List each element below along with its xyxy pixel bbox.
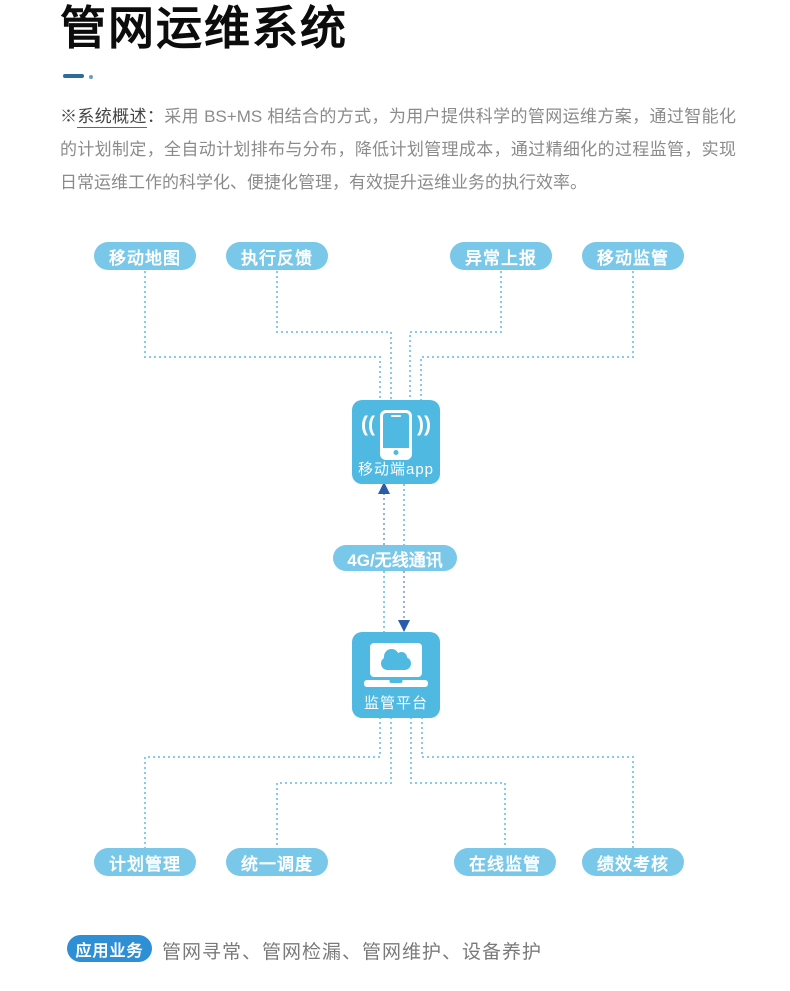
connector-top-4 xyxy=(420,271,634,401)
node-unified-dispatch: 统一调度 xyxy=(226,848,328,876)
node-label: 在线监管 xyxy=(469,854,541,874)
node-label: 异常上报 xyxy=(465,248,537,268)
node-label: 执行反馈 xyxy=(241,248,313,268)
node-plan-management: 计划管理 xyxy=(94,848,196,876)
system-overview-paragraph: ※系统概述：采用 BS+MS 相结合的方式，为用户提供科学的管网运维方案，通过智… xyxy=(60,100,736,199)
connector-bottom-4 xyxy=(421,717,634,849)
page-title: 管网运维系统 xyxy=(60,2,348,54)
overview-body: 采用 BS+MS 相结合的方式，为用户提供科学的管网运维方案，通过智能化的计划制… xyxy=(60,107,736,192)
connector-bottom-1 xyxy=(144,717,381,849)
node-performance-review: 绩效考核 xyxy=(582,848,684,876)
cloud-icon xyxy=(381,649,411,670)
mobile-app-box: (( )) 移动端app xyxy=(352,400,440,484)
signal-wave-right-icon: )) xyxy=(417,413,431,436)
down-arrow xyxy=(398,620,410,632)
mobile-app-label: 移动端app xyxy=(357,461,435,478)
platform-box: 监管平台 xyxy=(352,632,440,718)
signal-wave-left-icon: (( xyxy=(361,413,375,436)
link-4g-pill: 4G/无线通讯 xyxy=(333,545,457,571)
node-label: 计划管理 xyxy=(109,854,181,874)
node-exception-report: 异常上报 xyxy=(450,242,552,270)
link-4g-label: 4G/无线通讯 xyxy=(347,550,443,570)
node-label: 绩效考核 xyxy=(597,854,669,874)
badge-label: 应用业务 xyxy=(75,942,144,960)
connector-bottom-3 xyxy=(410,717,506,849)
up-arrow xyxy=(378,482,390,494)
application-business-badge: 应用业务 xyxy=(67,935,152,962)
connector-top-3 xyxy=(409,271,502,401)
platform-label: 监管平台 xyxy=(363,695,428,712)
node-label: 移动地图 xyxy=(109,248,181,268)
node-label: 统一调度 xyxy=(241,854,313,874)
node-execution-feedback: 执行反馈 xyxy=(226,242,328,270)
cloud-laptop-icon xyxy=(364,643,428,687)
node-online-monitoring: 在线监管 xyxy=(454,848,556,876)
connector-top-2 xyxy=(276,271,392,401)
node-mobile-map: 移动地图 xyxy=(94,242,196,270)
node-label: 移动监管 xyxy=(597,248,669,268)
overview-prefix: ※ xyxy=(60,107,78,126)
application-business-items: 管网寻常、管网检漏、管网维护、设备养护 xyxy=(162,942,543,963)
phone-icon: (( )) xyxy=(352,409,440,461)
title-accent-dash xyxy=(63,74,84,78)
connector-top-1 xyxy=(144,271,381,401)
overview-colon: ： xyxy=(146,107,165,126)
connector-bottom-2 xyxy=(276,717,392,849)
title-accent-dot xyxy=(89,75,93,79)
overview-label: 系统概述 xyxy=(77,107,147,128)
node-mobile-supervision: 移动监管 xyxy=(582,242,684,270)
